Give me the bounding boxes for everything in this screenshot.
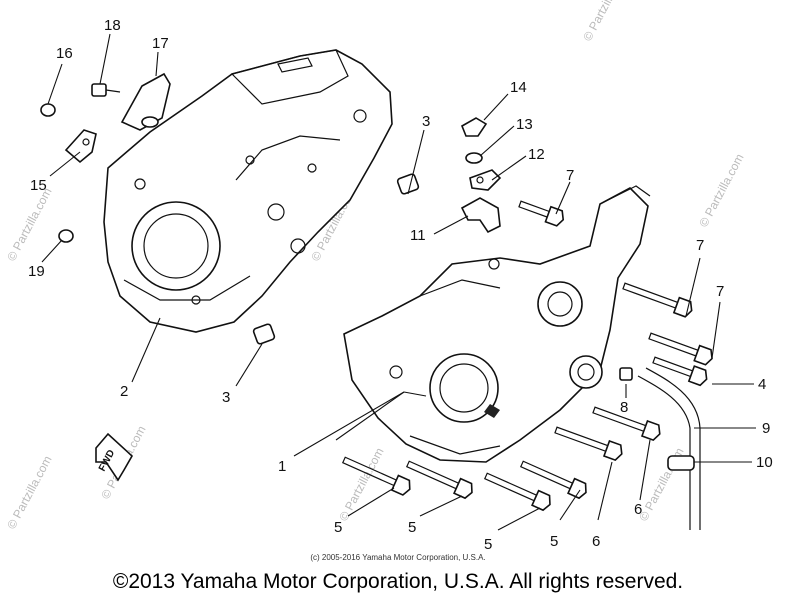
callout-14: 14 <box>510 79 527 96</box>
bracket-15 <box>64 129 97 164</box>
bolt-14 <box>460 117 488 137</box>
fwd-arrow: FWD <box>95 432 134 482</box>
leader-lines <box>41 33 756 531</box>
hose-clip-10 <box>667 455 695 471</box>
callout-7-b: 7 <box>696 237 704 254</box>
callout-4: 4 <box>758 376 766 393</box>
callout-16: 16 <box>56 45 73 62</box>
bolt-18 <box>91 83 121 97</box>
dowel-pin-upper <box>396 173 420 195</box>
watermark-left-bottom: © Partzilla.com <box>4 453 54 531</box>
clamp-11 <box>460 197 501 234</box>
callout-3-lower: 3 <box>222 389 230 406</box>
callout-19: 19 <box>28 263 45 280</box>
callout-6-b: 6 <box>634 501 642 518</box>
watermark-right-top: © Partzilla.com <box>696 151 746 229</box>
small-copyright: (c) 2005-2016 Yamaha Motor Corporation, … <box>310 553 486 562</box>
callout-15: 15 <box>30 177 47 194</box>
bolts-6 <box>554 406 661 462</box>
bracket-17 <box>120 72 171 131</box>
watermark-mid-bottom: © Partzilla.com <box>336 445 386 523</box>
clamp-12 <box>469 169 502 191</box>
callout-12: 12 <box>528 146 545 163</box>
callout-10: 10 <box>756 454 773 471</box>
callout-17: 17 <box>152 35 169 52</box>
crankcase-right <box>343 185 651 463</box>
callout-13: 13 <box>516 116 533 133</box>
callout-2: 2 <box>120 383 128 400</box>
callout-11: 11 <box>410 227 426 244</box>
bolt-8 <box>619 367 633 381</box>
watermark-top-right: © Partzilla.com <box>580 0 630 43</box>
callout-5-b: 5 <box>408 519 416 536</box>
callout-6-a: 6 <box>592 533 600 550</box>
callout-8: 8 <box>620 399 628 416</box>
callout-5-d: 5 <box>550 533 558 550</box>
callout-7-c: 7 <box>716 283 724 300</box>
washer-13 <box>465 152 483 164</box>
callout-1: 1 <box>278 458 286 475</box>
bolt-4 <box>652 356 708 387</box>
small-hardware <box>40 72 502 243</box>
callout-9: 9 <box>762 420 770 437</box>
callout-3-upper: 3 <box>422 113 430 130</box>
bolt-19 <box>58 229 74 243</box>
callout-7-a: 7 <box>566 167 574 184</box>
dowel-pin-lower <box>252 323 276 345</box>
callout-18: 18 <box>104 17 121 34</box>
main-copyright: ©2013 Yamaha Motor Corporation, U.S.A. A… <box>112 570 684 593</box>
bolts-7 <box>518 200 713 366</box>
crankcase-left <box>103 49 393 333</box>
callout-5-c: 5 <box>484 536 492 553</box>
callout-5-a: 5 <box>334 519 342 536</box>
bolts-5 <box>341 456 587 512</box>
callout-labels: 1 2 3 3 4 5 5 5 5 6 6 7 7 7 8 9 10 11 12… <box>28 17 773 553</box>
watermark-left-top: © Partzilla.com <box>4 185 54 263</box>
breather-hose-9 <box>637 367 701 530</box>
bolt-16 <box>40 103 56 117</box>
dowel-pins <box>252 173 420 345</box>
